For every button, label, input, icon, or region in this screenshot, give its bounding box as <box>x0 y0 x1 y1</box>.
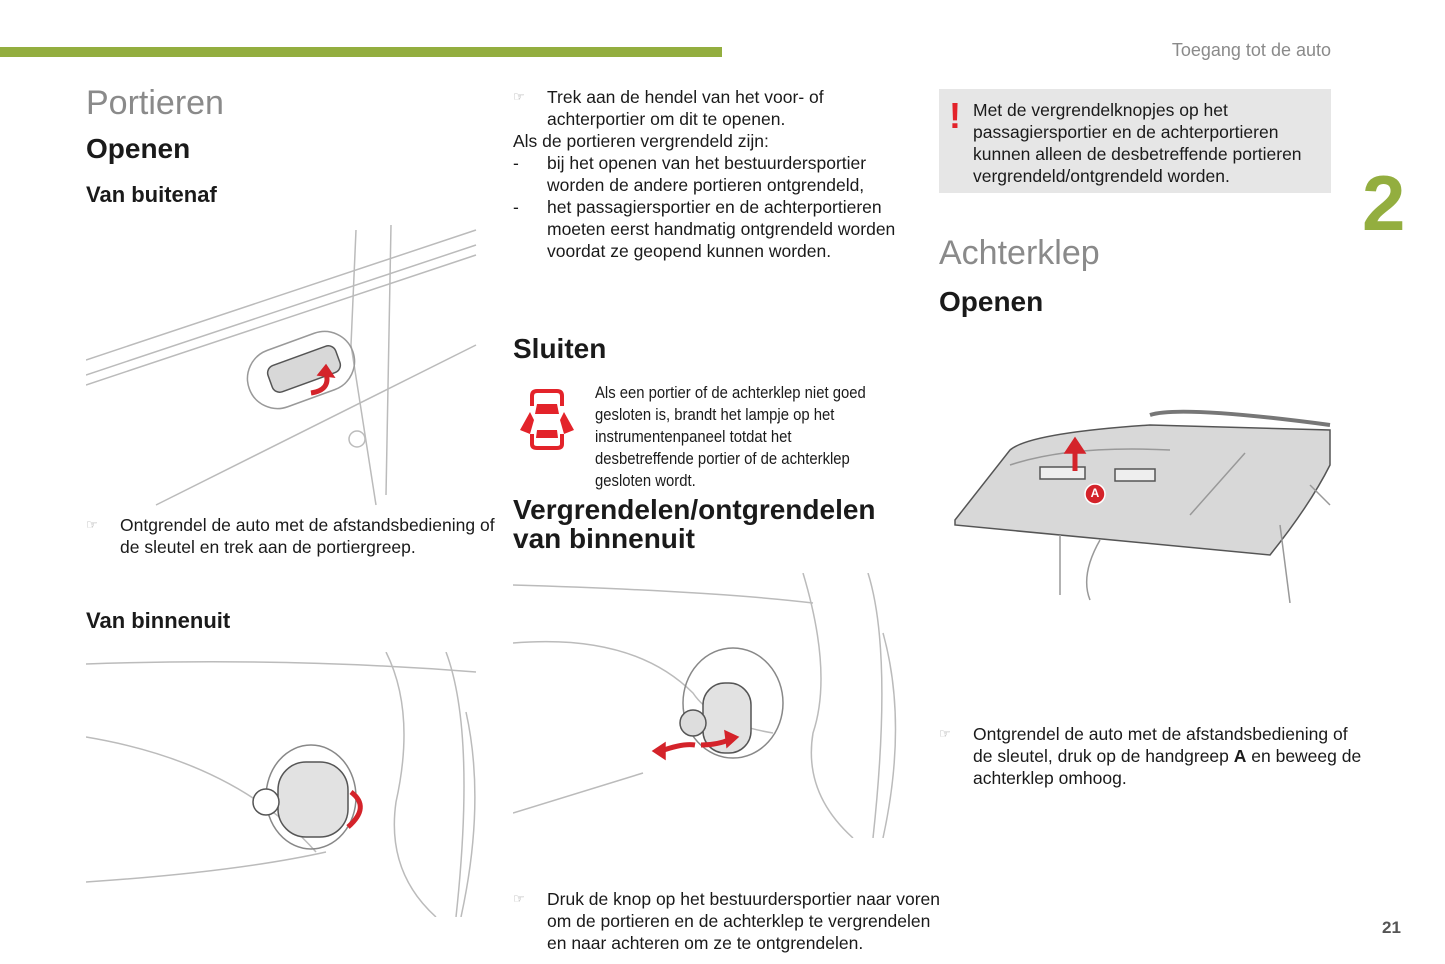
heading-outside: Van buitenaf <box>86 182 217 207</box>
chapter-number: 2 <box>1362 159 1406 247</box>
closing-title: Sluiten <box>513 333 607 364</box>
heading-inside: Van binnenuit <box>86 608 231 633</box>
door-open-warning-icon <box>520 389 574 450</box>
running-title: Toegang tot de auto <box>1171 40 1331 60</box>
pointing-hand-icon: ☞ <box>513 89 525 104</box>
pointing-hand-icon: ☞ <box>86 517 98 532</box>
tailgate-subtitle: Openen <box>939 286 1044 317</box>
section-title: Portieren <box>86 84 224 122</box>
exclamation-icon: ! <box>949 95 961 136</box>
lock-instruction: ☞ Druk de knop op het bestuurdersportier… <box>513 889 941 953</box>
closing-text-box: Als een portier of de achterklep niet go… <box>595 382 925 492</box>
pointing-hand-icon: ☞ <box>513 891 525 906</box>
handle-label-a: A <box>1090 486 1100 500</box>
dash-item: -bij het openen van het bestuurdersporti… <box>513 153 867 195</box>
door-handle-inside-illustration <box>86 652 477 917</box>
pointing-hand-icon: ☞ <box>939 726 951 741</box>
closing-text: Als een portier of de achterklep niet go… <box>595 384 866 490</box>
warning-box: ! Met de vergrendelknopjes op het passag… <box>939 89 1331 193</box>
dash-item: -het passagiersportier en de achterporti… <box>513 197 896 261</box>
lock-button-illustration <box>513 573 897 838</box>
chapter-bar <box>0 47 722 57</box>
locked-intro: Als de portieren vergrendeld zijn: <box>513 131 769 151</box>
warning-text: Met de vergrendelknopjes op het passagie… <box>973 100 1302 186</box>
outside-instruction: ☞ Ontgrendel de auto met de afstandsbedi… <box>86 515 495 557</box>
page-number: 21 <box>1382 918 1401 937</box>
open-instructions: ☞ Trek aan de hendel van het voor- of ac… <box>513 86 913 262</box>
tailgate-title: Achterklep <box>939 234 1100 272</box>
subtitle: Openen <box>86 133 191 164</box>
tailgate-instruction: ☞ Ontgrendel de auto met de afstandsbedi… <box>939 724 1362 788</box>
tailgate-handle-illustration <box>954 409 1331 603</box>
lock-title: Vergrendelen/ontgrendelen van binnenuit <box>513 494 876 554</box>
open-bullet: ☞ Trek aan de hendel van het voor- of ac… <box>513 87 824 129</box>
door-handle-outside-illustration <box>86 225 477 506</box>
